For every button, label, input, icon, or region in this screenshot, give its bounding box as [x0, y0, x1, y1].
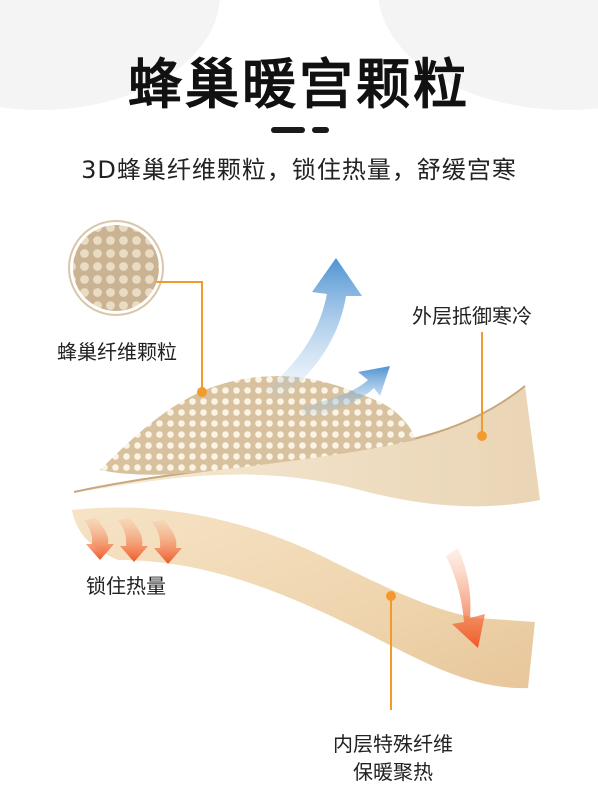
inner-layer-line2: 保暖聚热 [353, 760, 433, 784]
page-title: 蜂巢暖宫颗粒 [128, 53, 470, 116]
heat-arrow-icon [446, 548, 485, 648]
callout-dot [477, 431, 487, 441]
page-subtitle: 3D蜂巢纤维颗粒，锁住热量，舒缓宫寒 [81, 156, 517, 184]
heat-arrow-icon [152, 520, 182, 564]
callout-inner-layer-label: 内层特殊纤维 保暖聚热 [318, 730, 468, 786]
callout-line [156, 281, 203, 392]
callout-dot [386, 591, 396, 601]
inner-layer-line1: 内层特殊纤维 [333, 732, 453, 756]
divider-bar [271, 127, 305, 133]
heat-arrow-icon [118, 518, 148, 562]
inner-fabric-layer [72, 507, 535, 689]
cold-air-arrow-icon [300, 366, 390, 418]
cold-air-arrow-icon [265, 258, 362, 400]
callout-honeycomb-label: 蜂巢纤维颗粒 [57, 340, 177, 364]
outer-fabric-layer [74, 386, 540, 507]
callout-lock-heat-label: 锁住热量 [86, 574, 166, 598]
heat-arrow-icon [84, 518, 114, 560]
callout-dot [197, 387, 207, 397]
title-divider [271, 127, 329, 133]
callout-outer-layer-label: 外层抵御寒冷 [412, 304, 532, 328]
divider-bar [312, 127, 329, 133]
honeycomb-texture-icon [68, 220, 164, 316]
